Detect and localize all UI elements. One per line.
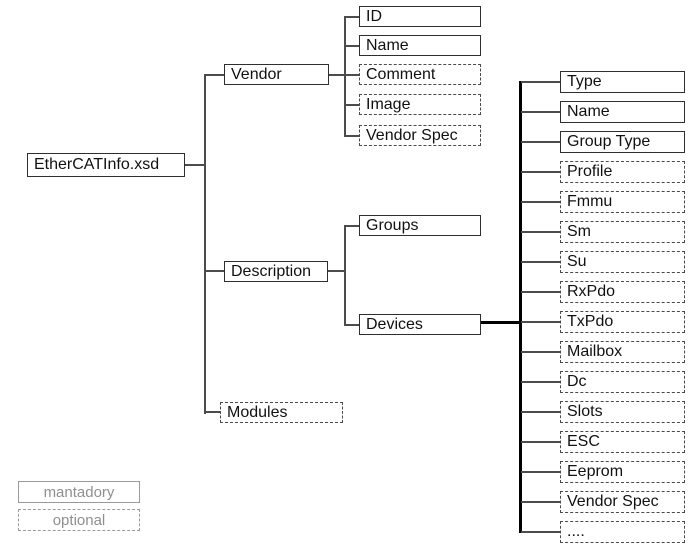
node-groups: Groups xyxy=(359,215,481,236)
node-vendor-image: Image xyxy=(359,94,481,115)
connector-line xyxy=(521,501,560,503)
connector-line xyxy=(344,16,359,18)
node-device-vendor-spec: Vendor Spec xyxy=(560,491,685,513)
connector-line xyxy=(344,225,346,326)
connector-line xyxy=(204,74,206,414)
node-vendor: Vendor xyxy=(224,64,329,85)
connector-line xyxy=(344,225,359,227)
legend-mandatory-label: mantadory xyxy=(43,483,115,501)
node-device-esc: ESC xyxy=(560,431,685,453)
connector-line xyxy=(344,135,359,137)
node-device-rxpdo: RxPdo xyxy=(560,281,685,303)
connector-line xyxy=(344,74,359,76)
node-vendor-comment: Comment xyxy=(359,64,481,85)
node-device-txpdo: TxPdo xyxy=(560,311,685,333)
node-modules: Modules xyxy=(220,402,343,423)
node-vendor-name: Name xyxy=(359,35,481,56)
node-device-profile: Profile xyxy=(560,161,685,183)
connector-line xyxy=(521,201,560,203)
connector-line xyxy=(344,104,359,106)
node-device-group-type: Group Type xyxy=(560,131,685,153)
node-device-sm: Sm xyxy=(560,221,685,243)
connector-line xyxy=(521,471,560,473)
legend-mandatory-box: mantadory xyxy=(18,481,140,503)
connector-line xyxy=(521,111,560,113)
connector-line xyxy=(344,324,359,326)
connector-line xyxy=(204,270,224,272)
node-device-name: Name xyxy=(560,101,685,123)
node-description: Description xyxy=(224,261,328,282)
connector-line xyxy=(521,321,560,323)
connector-line xyxy=(521,441,560,443)
connector-line xyxy=(521,141,560,143)
connector-line xyxy=(521,411,560,413)
connector-line xyxy=(481,321,521,324)
node-device-dc: Dc xyxy=(560,371,685,393)
node-device-type: Type xyxy=(560,71,685,93)
connector-line xyxy=(521,261,560,263)
node-device-eeprom: Eeprom xyxy=(560,461,685,483)
legend-optional-box: optional xyxy=(18,509,140,531)
connector-line xyxy=(521,531,560,533)
node-device-mailbox: Mailbox xyxy=(560,341,685,363)
node-device-su: Su xyxy=(560,251,685,273)
node-vendor-vendor-spec: Vendor Spec xyxy=(359,125,481,146)
connector-line xyxy=(329,74,345,76)
legend-optional-label: optional xyxy=(52,511,106,529)
connector-line xyxy=(328,270,344,272)
connector-line xyxy=(204,411,220,413)
connector-line xyxy=(521,171,560,173)
connector-line xyxy=(185,164,205,166)
connector-line xyxy=(519,81,522,533)
connector-line xyxy=(204,74,224,76)
node-device-slots: Slots xyxy=(560,401,685,423)
node-vendor-id: ID xyxy=(359,6,481,27)
node-device-ellipsis: .... xyxy=(560,521,685,543)
connector-line xyxy=(521,291,560,293)
connector-line xyxy=(521,81,560,83)
connector-line xyxy=(521,351,560,353)
node-devices: Devices xyxy=(359,314,481,335)
connector-line xyxy=(521,231,560,233)
node-device-fmmu: Fmmu xyxy=(560,191,685,213)
node-ethercatinfo-xsd: EtherCATInfo.xsd xyxy=(27,153,185,177)
connector-line xyxy=(344,45,359,47)
connector-line xyxy=(344,16,346,137)
connector-line xyxy=(521,381,560,383)
